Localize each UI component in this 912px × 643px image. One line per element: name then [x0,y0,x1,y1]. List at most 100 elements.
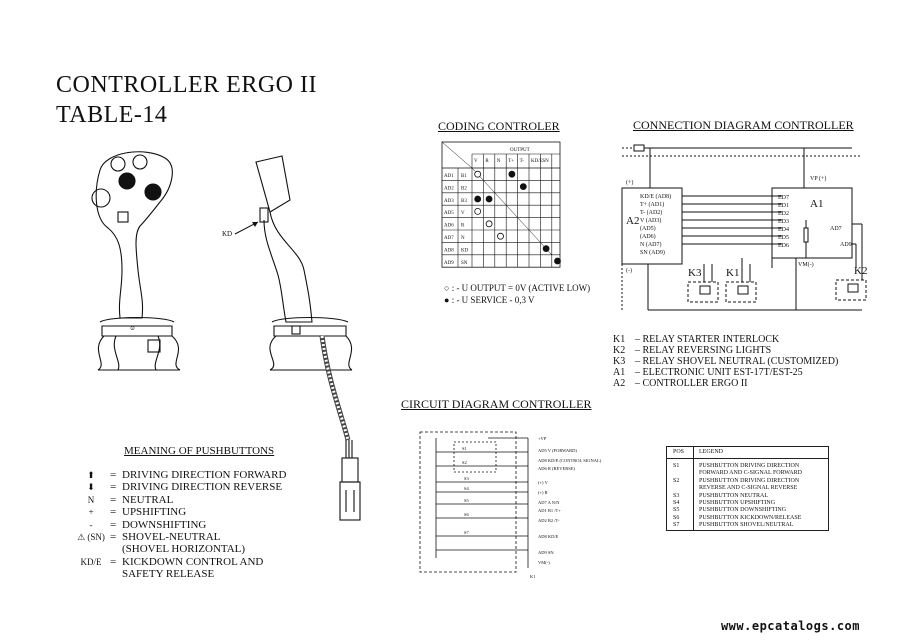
svg-text:S4: S4 [464,486,470,491]
pushbutton-meaning: DRIVING DIRECTION REVERSE [122,481,283,494]
relay-item: K3– RELAY SHOVEL NEUTRAL (CUSTOMIZED) [613,356,839,367]
coding-title: CODING CONTROLER [438,119,560,133]
page-title: CONTROLLER ERGO II [56,72,317,98]
row-b-label: SN [461,261,468,266]
diagonal-line [494,192,507,206]
row-ad-label: AD9 [444,261,454,266]
pushbutton-symbol: + [88,507,94,518]
diagonal-line [528,229,541,243]
diagonal-line [517,217,530,231]
svg-text:T+ (AD1): T+ (AD1) [640,201,664,208]
pos-cell: S7 [673,522,680,529]
equals-sign: = [110,531,117,543]
pushbutton-symbol: ⬇ [87,482,95,493]
circuit-diagram: +VP AD5 V (FORWARD) AD8 KD/E (CONTROL SI… [419,431,602,579]
pushbutton-symbol: - [89,519,93,530]
coding-dot [485,195,493,203]
pushbutton-symbol: KD/E [80,556,102,567]
column-header: KD/E [531,159,543,164]
pushbutton-row: SAFETY RELEASE [72,568,214,580]
legend-cell: PUSHBUTTON DRIVING DIRECTION [699,477,800,484]
pos-cell: S1 [673,463,680,469]
row-ad-label: AD5 [444,211,454,216]
svg-text:ED5: ED5 [778,235,789,241]
pushbutton-meaning: KICKDOWN CONTROL AND [122,555,264,568]
svg-text:ED2: ED2 [778,211,789,217]
svg-text:VM(-): VM(-) [798,261,814,268]
legend-header: LEGEND [699,449,723,455]
row-b-label: B3 [461,199,467,204]
pushbutton-meaning: SAFETY RELEASE [122,568,215,581]
row-ad-label: AD8 [444,248,454,253]
diagonal-line [483,180,495,193]
row-b-label: B2 [461,186,467,191]
column-header: N [497,159,501,164]
pushbutton-row: ⚠ (SN)=SHOVEL-NEUTRAL [72,531,220,543]
coding-dot [474,195,482,203]
svg-text:VM(-): VM(-) [538,560,550,565]
column-header: R [485,159,489,164]
svg-text:ED7: ED7 [778,195,789,201]
svg-text:(AD5): (AD5) [640,225,656,232]
relay-item: K2– RELAY REVERSING LIGHTS [613,345,772,356]
pushbutton-meaning: DRIVING DIRECTION FORWARD [122,469,287,481]
equals-sign: = [110,555,117,568]
coding-dot [508,170,516,178]
coding-dot [554,257,561,265]
svg-text:VP (+): VP (+) [810,175,826,182]
svg-text:KD/E (AD8): KD/E (AD8) [640,193,671,200]
legend-cell: PUSHBUTTON DOWNSHIFTING [699,507,787,514]
pos-cell: S6 [673,514,680,521]
svg-text:AD9 SN: AD9 SN [538,550,554,555]
kd-label: KD [222,230,232,238]
connection-diagram: (+) (-) VP (+) VM(-) A1 A2 K3 K1 K2 KD/E… [621,144,867,311]
pos-cell: S4 [673,500,680,506]
svg-text:(AD6): (AD6) [640,233,656,240]
svg-text:(+) R: (+) R [538,490,548,495]
svg-text:S7: S7 [464,530,470,535]
diagonal-line [506,205,518,218]
coding-dot [474,170,482,178]
pos-cell: S3 [673,492,680,499]
pushbutton-row: N=NEUTRAL [72,494,174,506]
pushbutton-row: ⬆=DRIVING DIRECTION FORWARD [72,469,286,481]
svg-text:ED3: ED3 [778,219,789,225]
svg-text:N (AD7): N (AD7) [640,241,662,248]
svg-text:K1: K1 [726,267,739,279]
coding-dot [542,245,550,252]
svg-text:(+) V: (+) V [538,480,549,485]
pushbutton-meaning: DOWNSHIFTING [122,518,207,531]
svg-text:AD1 B1 /T+: AD1 B1 /T+ [538,508,561,513]
pushbutton-row: - = DOWNSHIFTING [72,518,207,531]
equals-sign: = [110,506,117,519]
svg-text:K3: K3 [688,267,702,279]
svg-text:K2: K2 [854,265,867,277]
relay-item: K1– RELAY STARTER INTERLOCK [613,334,780,345]
page-subtitle: TABLE-14 [56,102,168,128]
svg-text:AD7: AD7 [830,226,842,232]
row-ad-label: AD6 [444,224,454,229]
svg-text:K1: K1 [530,574,536,579]
svg-text:A2: A2 [626,215,639,227]
svg-text:AD9: AD9 [840,242,852,248]
svg-text:AD5 V (FORWARD): AD5 V (FORWARD) [538,448,577,453]
svg-text:AD2 B2 /T-: AD2 B2 /T- [538,518,560,523]
legend-cell: PUSHBUTTON SHOVEL/NEUTRAL [699,522,794,529]
row-ad-label: AD1 [444,174,454,179]
pos-cell: S5 [673,507,680,514]
output-label: OUTPUT [510,148,530,153]
svg-text:ED1: ED1 [778,203,789,209]
svg-text:SN (AD9): SN (AD9) [640,249,665,256]
equals-sign: = [110,518,117,531]
row-b-label: R [461,224,465,229]
column-header: T+ [508,159,514,164]
svg-text:ED4: ED4 [778,227,789,233]
coding-dot [474,208,482,215]
row-ad-label: AD3 [444,199,454,204]
pushbutton-row: +=UPSHIFTING [72,506,186,518]
pos-cell: S2 [673,477,680,484]
row-b-label: V [461,211,465,216]
joystick-side-view [255,155,361,521]
